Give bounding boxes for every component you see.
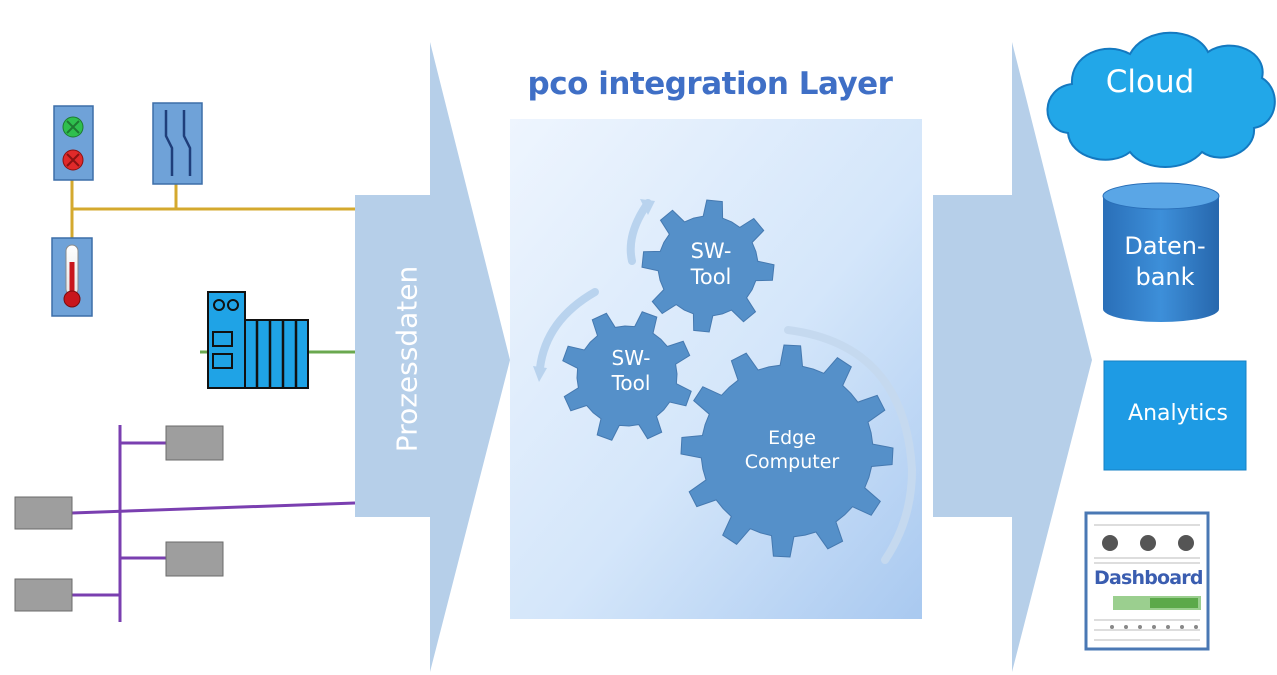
dashboard-label: Dashboard: [1094, 567, 1203, 589]
cloud-icon: [1046, 31, 1276, 168]
field-device-box: [14, 578, 73, 612]
database-icon: [1102, 182, 1220, 322]
signal-lamp-icon: [53, 105, 94, 181]
analytics-box: [1103, 360, 1247, 471]
diagram-title: pco integration Layer: [527, 66, 893, 102]
database-label: Daten- bank: [1124, 232, 1206, 291]
gear-sw-tool-lower: [562, 311, 692, 441]
sensor-bus: [70, 178, 355, 240]
gear-sw-tool-lower-label: SW- Tool: [611, 346, 651, 395]
output-arrow: [933, 42, 1092, 672]
analytics-label: Analytics: [1128, 401, 1228, 426]
thermometer-icon: [51, 237, 93, 317]
gear-sw-tool-upper-label: SW- Tool: [690, 239, 732, 289]
cloud-label: Cloud: [1105, 64, 1195, 100]
field-device-box: [165, 541, 224, 577]
rotation-arrows: [533, 199, 917, 564]
plc-controller-icon: [207, 291, 309, 389]
field-device-box: [14, 496, 73, 530]
gear-edge-computer-label: Edge Computer: [744, 427, 840, 473]
field-device-box: [165, 425, 224, 461]
gear-sw-tool-upper: [641, 199, 775, 333]
switch-icon: [152, 102, 203, 185]
integration-panel: [510, 119, 922, 619]
fieldbus-network: [14, 425, 356, 622]
dashboard-thumbnail: [1084, 511, 1210, 651]
input-arrow: [355, 42, 510, 672]
gear-edge-computer: [680, 344, 894, 558]
input-arrow-label: Prozessdaten: [390, 265, 424, 453]
